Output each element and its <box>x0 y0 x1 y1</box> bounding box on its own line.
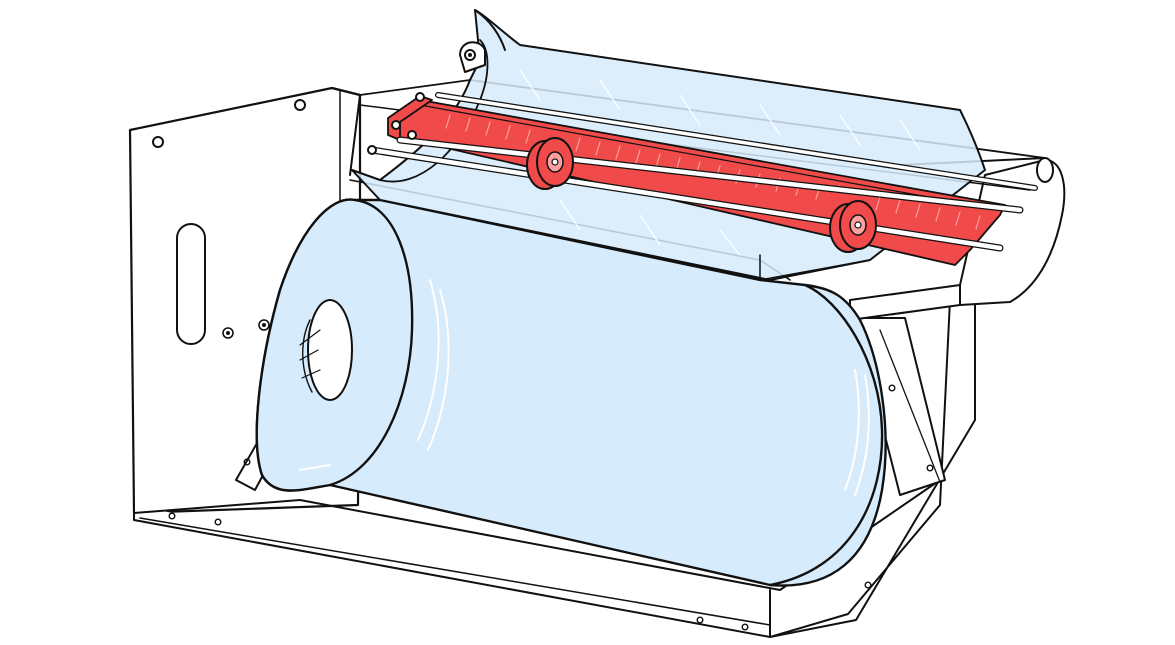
screw-hole <box>888 384 896 392</box>
screw-hole <box>243 458 251 466</box>
screw-hole <box>168 512 176 520</box>
bolt <box>222 327 234 339</box>
bolt <box>258 319 270 331</box>
screw-hole <box>214 518 222 526</box>
roller-left <box>526 137 574 190</box>
guide-rods <box>367 92 1038 252</box>
roller-right <box>829 200 877 253</box>
screw-hole <box>926 464 934 472</box>
mount-hole <box>294 99 306 111</box>
film-roll <box>255 179 887 587</box>
roll-core <box>307 299 353 401</box>
mount-hole <box>152 136 164 148</box>
screw-hole <box>864 581 872 589</box>
rod-end-cap <box>1036 157 1054 183</box>
screw-hole <box>696 616 704 624</box>
screw-hole <box>741 623 749 631</box>
mounting-ear <box>459 41 486 73</box>
slot-cutout <box>176 223 206 345</box>
